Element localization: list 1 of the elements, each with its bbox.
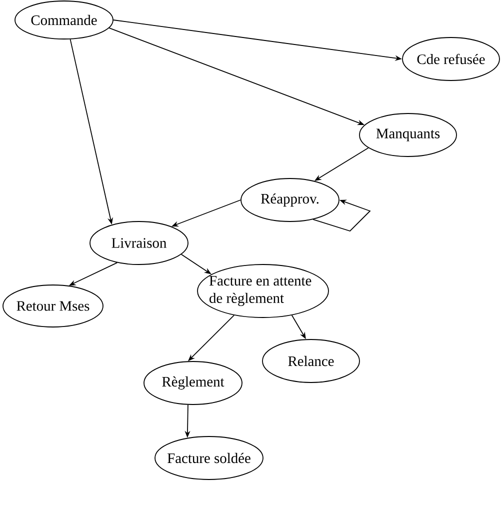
loop-arrow: [312, 200, 371, 232]
